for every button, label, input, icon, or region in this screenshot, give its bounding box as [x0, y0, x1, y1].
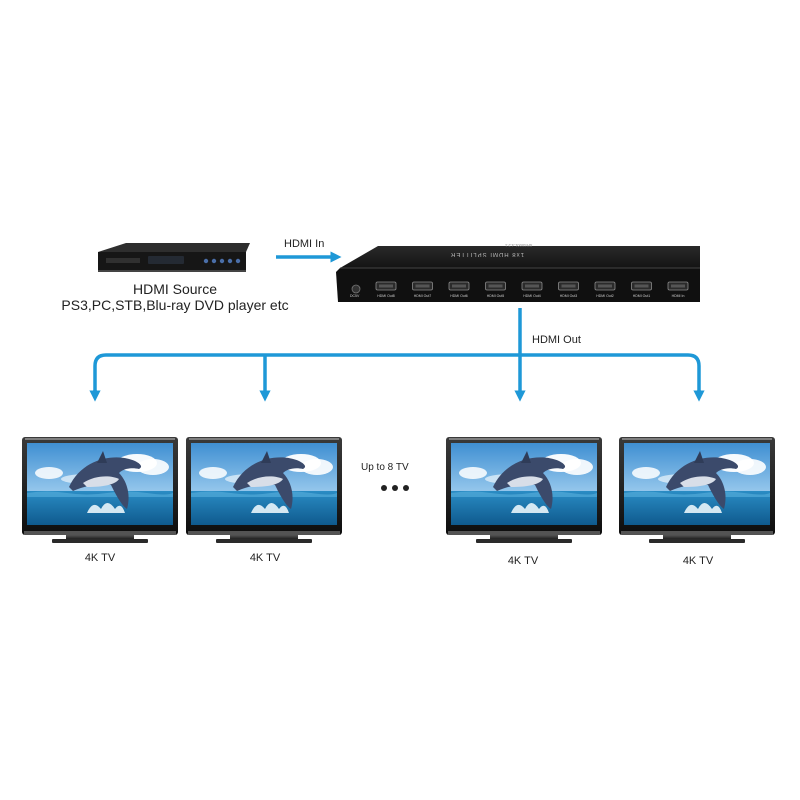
- splitter-model: SRS0001-4.2.1: [505, 243, 533, 248]
- hdmi-port-slot-3: [452, 284, 466, 288]
- hdmi-out-label: HDMI Out: [532, 334, 581, 346]
- tv-label-3: 4K TV: [507, 555, 539, 567]
- hdmi-port-slot-9: [671, 284, 685, 288]
- hdmi-port-slot-8: [634, 284, 649, 288]
- hdmi-in-label: HDMI In: [284, 238, 325, 250]
- hdmi-port-slot-7: [598, 284, 612, 288]
- hdmi-port-label-4: HDMI Out5: [486, 294, 505, 298]
- tv-2: [186, 437, 342, 543]
- hdmi-port-label-5: HDMI Out4: [523, 294, 541, 298]
- hdmi-port-label-3: HDMI Out6: [450, 294, 468, 298]
- hdmi-port-slot-4: [488, 284, 503, 288]
- tv-3: [446, 437, 602, 543]
- hdmi-port-slot-2: [415, 284, 430, 288]
- splitter-title: 1x8 HDMI SPLITTER: [450, 251, 525, 257]
- hdmi-port-label-6: HDMI Out3: [559, 294, 578, 298]
- hdmi-port-slot-5: [525, 284, 539, 288]
- hdmi-port-slot-1: [379, 284, 393, 288]
- hdmi-port-slot-6: [561, 284, 576, 288]
- tv-1: [22, 437, 178, 543]
- hdmi-port-label-2: HDMI Out7: [413, 294, 432, 298]
- hdmi-port-label-9: HDMI In: [671, 294, 685, 298]
- tv-label-4: 4K TV: [682, 555, 714, 567]
- hdmi-port-label-8: HDMI Out1: [632, 294, 651, 298]
- tv-label-2: 4K TV: [249, 552, 281, 564]
- blu-ray-player-icon: [98, 243, 250, 272]
- tv-4: [619, 437, 775, 543]
- up-to-label: Up to 8 TV: [361, 462, 409, 473]
- hdmi-out-arrows: [89, 308, 705, 402]
- hdmi-source-subtitle: PS3,PC,STB,Blu-ray DVD player etc: [61, 297, 289, 313]
- dc-port-label: DC5V: [350, 294, 360, 298]
- hdmi-source-title: HDMI Source: [132, 281, 218, 297]
- hdmi-port-label-7: HDMI Out2: [596, 294, 614, 298]
- hdmi-port-label-1: HDMI Out8: [377, 294, 395, 298]
- hdmi-splitter-device: [336, 246, 700, 302]
- more-tvs-dots: [381, 485, 409, 491]
- tv-label-1: 4K TV: [84, 552, 116, 564]
